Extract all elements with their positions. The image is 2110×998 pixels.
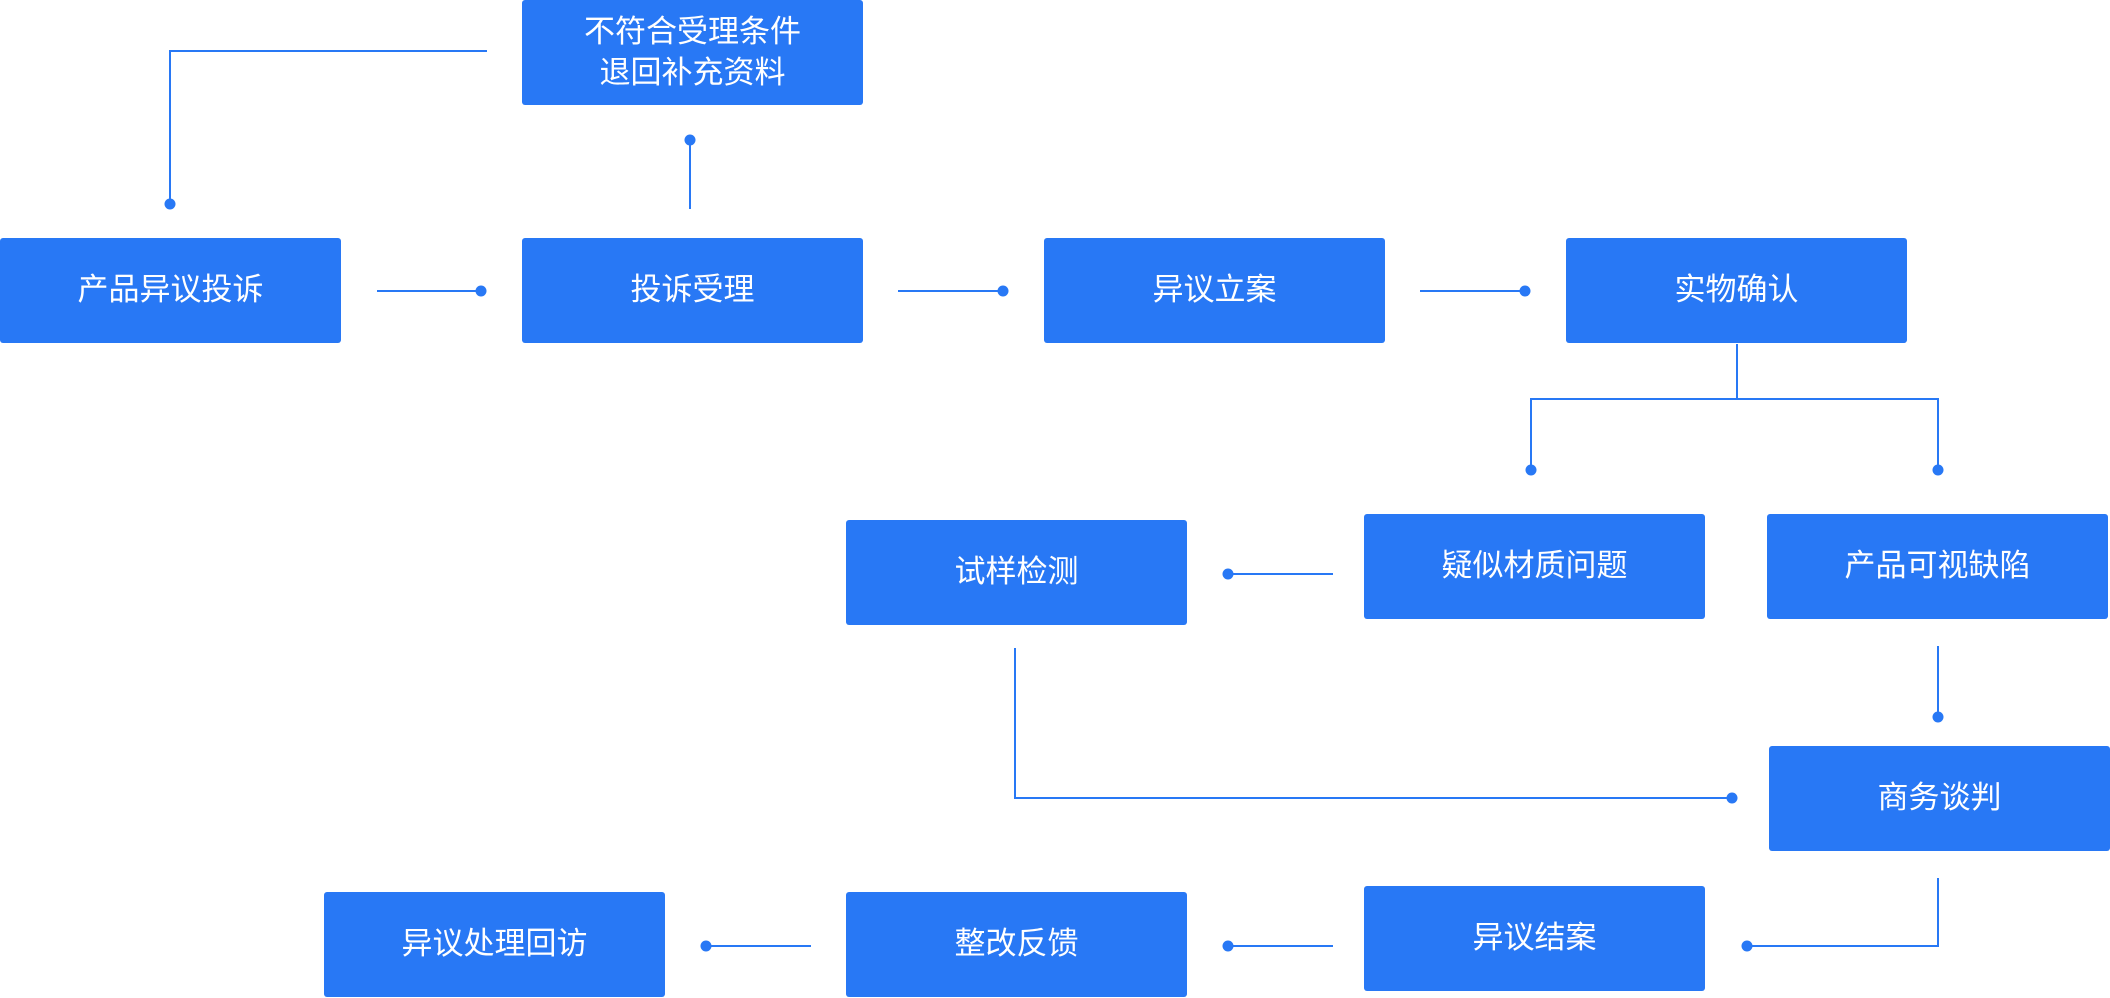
arrow-dot: [1932, 464, 1944, 476]
arrow-dot: [475, 285, 487, 297]
arrow-dot: [997, 285, 1009, 297]
arrow-dot: [1222, 940, 1234, 952]
connector-negotiate-to-close: [1747, 878, 1939, 947]
node-close-label: 异议结案: [1472, 920, 1597, 957]
node-visual: 产品可视缺陷: [1767, 514, 2108, 619]
connector-verify-split: [1530, 344, 1738, 470]
node-material-label: 疑似材质问题: [1441, 548, 1628, 585]
node-complaint-label: 产品异议投诉: [77, 272, 264, 309]
node-register: 异议立案: [1044, 238, 1385, 343]
arrow-dot: [1741, 940, 1753, 952]
node-material: 疑似材质问题: [1364, 514, 1705, 619]
node-negotiate-label: 商务谈判: [1877, 780, 2002, 817]
node-complaint: 产品异议投诉: [0, 238, 341, 343]
arrow-dot: [1726, 792, 1738, 804]
node-visual-label: 产品可视缺陷: [1844, 548, 2031, 585]
connector-reject-to-complaint: [169, 50, 487, 204]
arrow-dot: [1932, 711, 1944, 723]
node-rectify: 整改反馈: [846, 892, 1187, 997]
node-register-label: 异议立案: [1152, 272, 1277, 309]
arrow-dot: [164, 198, 176, 210]
node-verify-label: 实物确认: [1674, 272, 1799, 309]
node-reject-line2: 退回补充资料: [599, 54, 786, 91]
node-revisit: 异议处理回访: [324, 892, 665, 997]
arrow-dot: [700, 940, 712, 952]
node-revisit-label: 异议处理回访: [401, 926, 588, 963]
node-accept-label: 投诉受理: [630, 272, 755, 309]
node-accept: 投诉受理: [522, 238, 863, 343]
node-close: 异议结案: [1364, 886, 1705, 991]
arrow-dot: [1222, 568, 1234, 580]
connector-sample-to-negotiate: [1014, 648, 1732, 799]
connector-verify-to-visual: [1737, 398, 1939, 470]
arrow-dot: [684, 134, 696, 146]
node-reject-line1: 不符合受理条件: [584, 14, 801, 51]
node-sample-test-label: 试样检测: [954, 554, 1079, 591]
node-verify: 实物确认: [1566, 238, 1907, 343]
node-reject: 不符合受理条件 退回补充资料: [522, 0, 863, 105]
node-negotiate: 商务谈判: [1769, 746, 2110, 851]
arrow-dot: [1519, 285, 1531, 297]
node-rectify-label: 整改反馈: [954, 926, 1079, 963]
node-sample-test: 试样检测: [846, 520, 1187, 625]
arrow-dot: [1525, 464, 1537, 476]
